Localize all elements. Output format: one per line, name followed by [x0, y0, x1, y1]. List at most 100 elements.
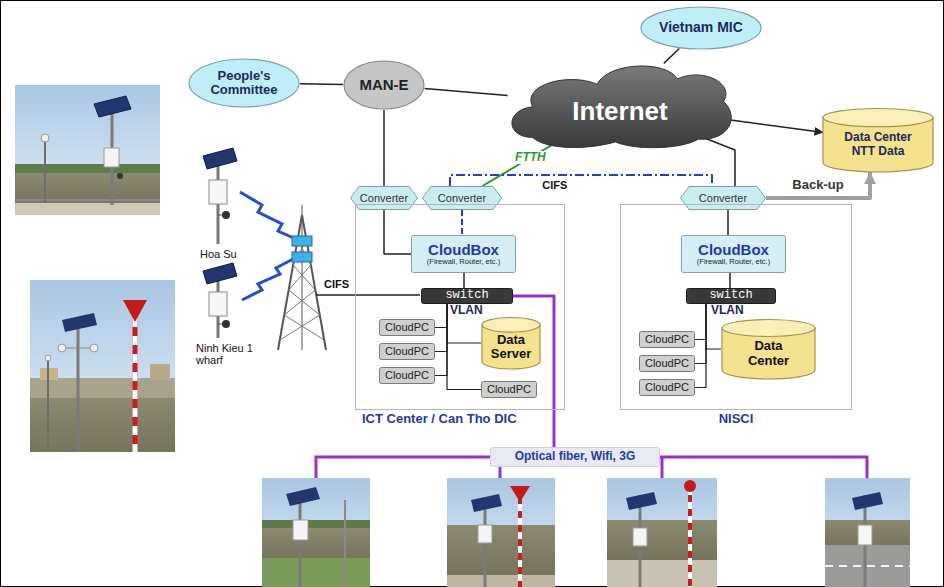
arrow-head [864, 172, 876, 184]
camera-station [209, 180, 227, 204]
camera-station [222, 320, 230, 328]
node-sublabel: (Firewall, Router, etc.) [684, 258, 783, 266]
site-photo [133, 318, 138, 452]
station-name: Ninh Kieu 1 wharf [196, 342, 262, 367]
cloudpc-box-outline [640, 356, 695, 372]
cloudpc-box-outline [380, 368, 435, 384]
node-label: ICT Center / Can Tho DIC [356, 412, 564, 427]
text-holder: CloudPC [382, 320, 432, 335]
converter-hex-outline [681, 187, 766, 210]
cloudpc-box-outline [640, 332, 695, 348]
site-photo [447, 478, 555, 587]
node-label: Optical fiber, Wifi, 3G [493, 450, 657, 463]
cloudpc-box: CloudPC [379, 343, 435, 360]
site-photo [30, 398, 175, 452]
link-line [316, 294, 420, 296]
connector-line [384, 210, 411, 254]
text-holder: CloudPC [484, 382, 534, 397]
switch-box: switch [421, 288, 513, 304]
node-label: Data Server [484, 333, 538, 361]
connector-line [695, 304, 706, 340]
radio-tower [284, 240, 324, 340]
node-label: Converter [359, 192, 409, 204]
site-photo [626, 492, 657, 510]
text-holder: switch [424, 289, 510, 303]
node-label: CloudPC [642, 333, 692, 345]
site-photo [15, 85, 160, 215]
connector [462, 210, 463, 235]
node-label: CloudPC [642, 357, 692, 369]
node-label: People's Committee [203, 69, 286, 98]
cloudpc-box: CloudPC [379, 367, 435, 384]
connector-line [695, 304, 706, 388]
text-holder: CloudPC [382, 368, 432, 383]
ministry-ellipse-outline [641, 7, 761, 49]
server-cylinder: Data Server [481, 317, 541, 369]
connector [384, 110, 385, 186]
connector [766, 172, 876, 198]
node-label: CloudBox [684, 242, 783, 259]
protocol-label: CIFS [324, 278, 349, 290]
text-holder: switch [689, 289, 773, 303]
site-photo [117, 173, 123, 179]
site-photo [478, 525, 492, 543]
connector-line [727, 210, 729, 235]
site-photo [104, 148, 119, 167]
site-photo [344, 500, 346, 587]
node-label: MAN-E [354, 77, 415, 94]
text-holder: Data Center [735, 337, 802, 370]
text-holder: CloudPC [642, 356, 692, 371]
text-holder: Data Center NTT Data [836, 127, 920, 162]
node-label: CloudPC [484, 383, 534, 395]
converter-hex-outline [351, 187, 418, 210]
radio-tower [292, 236, 312, 246]
datacenter-cylinder: Data Center [721, 319, 816, 379]
cloudpc-box-outline [380, 320, 435, 336]
connector-line [701, 137, 735, 186]
site-photo [58, 344, 66, 352]
connector [425, 88, 508, 95]
connector-line [729, 273, 731, 288]
connector [701, 137, 735, 186]
text-holder: CloudBox(Firewall, Router, etc.) [414, 236, 513, 272]
site-photo [30, 280, 175, 452]
text-holder: MAN-E [354, 66, 415, 104]
text-holder: Converter [359, 186, 409, 210]
site-photo [262, 520, 370, 528]
vlan-label: VLAN [711, 304, 744, 317]
text-holder: NISCI [621, 412, 851, 427]
site-photo [15, 164, 160, 173]
site-photo [825, 565, 910, 567]
site-photo [447, 525, 555, 575]
radio-tower [292, 252, 312, 262]
site-photo [293, 520, 308, 540]
site-photo [825, 478, 910, 587]
camera-station [203, 263, 237, 284]
connector-line [435, 304, 447, 352]
text-holder: Data Server [484, 333, 538, 362]
datacenter-cylinder-outline [722, 320, 815, 337]
node-sublabel: (Firewall, Router, etc.) [414, 258, 513, 266]
site-photo [607, 478, 717, 587]
text-holder: Converter [689, 186, 757, 210]
cloudpc-box-outline [380, 344, 435, 360]
wireless-link [240, 192, 298, 240]
site-photo [94, 96, 131, 117]
site-photo [688, 488, 692, 587]
site-photo [44, 140, 46, 203]
cloudbox-box-outline [412, 236, 516, 273]
ministry-ellipse: Vietnam MIC [640, 6, 762, 50]
site-photo [286, 487, 320, 506]
node-label: switch [424, 289, 510, 302]
site-photo [633, 528, 647, 546]
network-ellipse: MAN-E [343, 60, 425, 110]
network-band-outline [491, 448, 660, 467]
network-ellipse-outline [344, 61, 424, 109]
site-photo [150, 364, 170, 380]
connector-line [729, 120, 824, 133]
site-photo [688, 488, 692, 587]
site-photo [41, 134, 49, 142]
cloudpc-box: CloudPC [639, 331, 695, 348]
node-label: CloudPC [382, 321, 432, 333]
text-holder: Vietnam MIC [656, 11, 746, 44]
